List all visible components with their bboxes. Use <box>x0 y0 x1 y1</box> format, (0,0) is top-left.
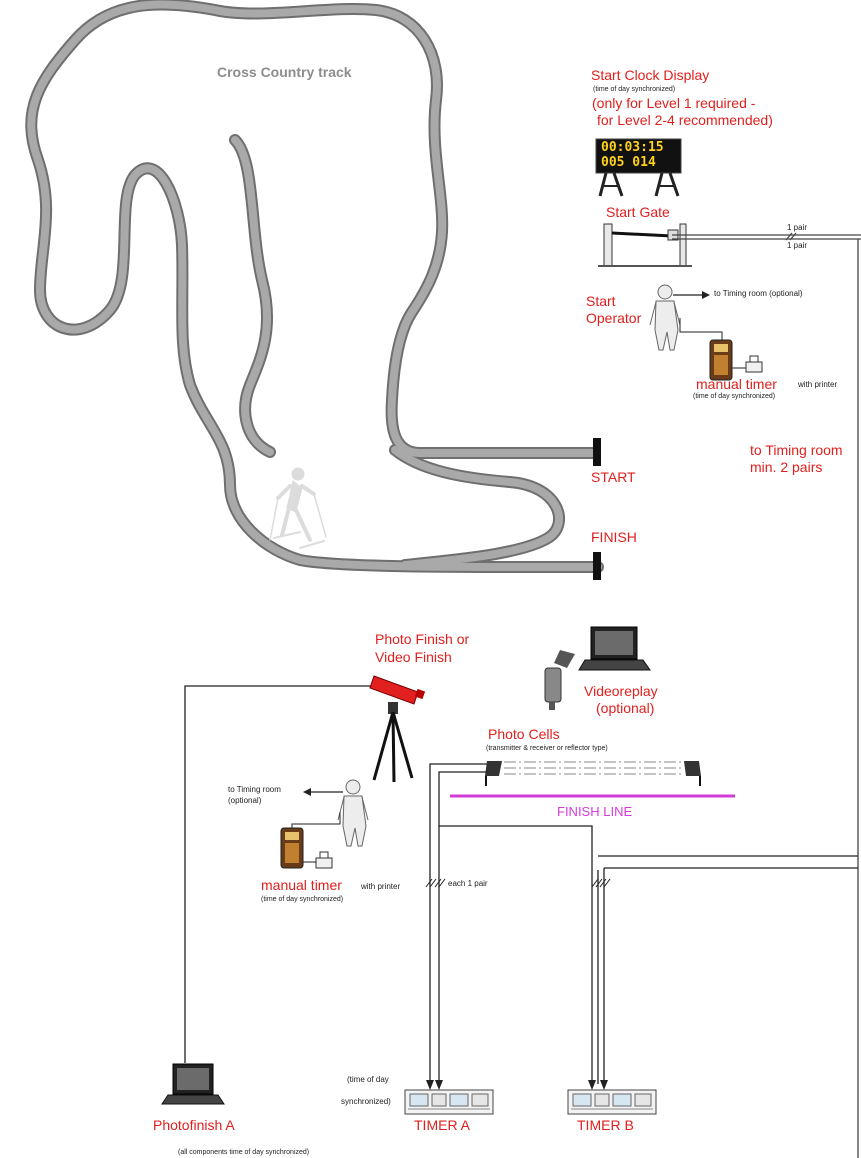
finish-line-label: FINISH LINE <box>557 804 633 819</box>
photo-finish-camera-icon <box>369 675 426 783</box>
start-post <box>593 438 601 466</box>
start-clock-title: Start Clock Display <box>591 67 710 83</box>
finish-to-timing-room-line2: (optional) <box>228 796 262 805</box>
cable-arrowheads <box>426 1080 608 1090</box>
start-clock-digits-row2: 005 014 <box>601 155 656 170</box>
photo-cell-transmitter-icon <box>485 761 502 786</box>
photo-cells-title: Photo Cells <box>488 726 560 742</box>
photo-finish-cable <box>184 685 380 1063</box>
start-clock-subtitle: (time of day synchronized) <box>593 86 676 93</box>
start-clock-display-icon <box>595 138 682 197</box>
cross-country-track <box>25 0 604 574</box>
finish-label: FINISH <box>591 529 637 545</box>
photo-cell-receiver-icon <box>684 761 701 786</box>
finish-printer-icon <box>303 851 333 869</box>
video-camera-icon <box>544 650 575 710</box>
printer-icon <box>732 355 763 373</box>
start-gate-pair-top: 1 pair <box>787 223 808 232</box>
start-clock-digits-row1: 00:03:15 <box>601 140 664 155</box>
timing-room-note-line1: to Timing room <box>750 442 843 458</box>
finish-operator-wire <box>291 812 341 830</box>
start-operator-figure <box>649 284 681 351</box>
finish-with-printer-label: with printer <box>361 882 401 891</box>
start-manual-timer-label: manual timer <box>696 376 777 392</box>
manual-timer-icon <box>709 339 733 381</box>
cable-note: each 1 pair <box>448 879 488 888</box>
timer-a-label: TIMER A <box>414 1117 471 1133</box>
timer-a-icon <box>404 1089 494 1115</box>
finish-to-timing-room-line1: to Timing room <box>228 785 281 794</box>
start-gate-cable <box>672 232 861 241</box>
timer-b-icon <box>567 1089 657 1115</box>
footer-note: (all components time of day synchronized… <box>178 1149 310 1156</box>
start-operator-to-timing-room: to Timing room (optional) <box>714 289 803 298</box>
skier-icon <box>269 467 327 549</box>
start-clock-note-line1: (only for Level 1 required - <box>592 95 756 111</box>
timing-room-note-line2: min. 2 pairs <box>750 459 823 475</box>
timer-a-sync-line1: (time of day <box>347 1075 389 1084</box>
photo-finish-title-line2: Video Finish <box>375 649 452 665</box>
photo-cells-subtitle: (transmitter & receiver or reflector typ… <box>486 745 608 752</box>
start-operator-wire <box>679 318 723 340</box>
finish-operator-figure <box>337 779 369 847</box>
videoreplay-title-line2: (optional) <box>596 700 655 716</box>
start-gate-title: Start Gate <box>606 204 670 220</box>
start-clock-note-line2: for Level 2-4 recommended) <box>597 112 773 128</box>
finish-manual-timer-label: manual timer <box>261 877 342 893</box>
photo-cell-cables <box>429 763 858 1084</box>
videoreplay-laptop-icon <box>578 626 651 671</box>
finish-manual-timer-icon <box>280 827 304 869</box>
timer-a-sync-line2: synchronized) <box>341 1097 391 1106</box>
photo-finish-title-line1: Photo Finish or <box>375 631 470 647</box>
timer-b-label: TIMER B <box>577 1117 634 1133</box>
finish-post <box>593 552 601 580</box>
photofinish-a-label: Photofinish A <box>153 1117 235 1133</box>
photo-cell-beams <box>504 761 682 775</box>
track-title: Cross Country track <box>217 64 352 80</box>
start-gate-pair-bottom: 1 pair <box>787 241 808 250</box>
start-operator-title-line2: Operator <box>586 310 642 326</box>
cable-pair-markers <box>425 878 611 888</box>
start-label: START <box>591 469 636 485</box>
start-sync-note: (time of day synchronized) <box>693 393 776 400</box>
start-with-printer-label: with printer <box>798 380 838 389</box>
finish-sync-note: (time of day synchronized) <box>261 896 344 903</box>
start-gate-icon <box>598 223 692 267</box>
photofinish-laptop-icon <box>161 1063 225 1105</box>
start-operator-title-line1: Start <box>586 293 616 309</box>
videoreplay-title-line1: Videoreplay <box>584 683 658 699</box>
